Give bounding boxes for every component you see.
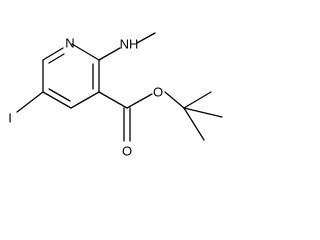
bond-cq-methyl-right <box>183 107 223 118</box>
bond-nh-methyl <box>136 32 156 44</box>
bond-c6-n1-inner <box>48 53 65 64</box>
atom-ring-nitrogen: N <box>65 36 74 51</box>
bond-cq-methyl-top <box>183 91 212 109</box>
bond-oester-cq <box>164 91 185 109</box>
bond-c2-nh <box>98 47 121 61</box>
bond-c6-n1 <box>42 47 64 61</box>
bond-c3-c4 <box>70 91 100 109</box>
bond-c4-c5 <box>42 91 72 109</box>
bond-c3-carbonyl <box>98 91 128 109</box>
bond-cq-methyl-bottom <box>183 107 205 141</box>
molecule-structure: N NH I O O <box>8 32 223 159</box>
bond-c4-c5-inner <box>48 88 71 102</box>
atom-ester-oxygen: O <box>153 85 163 100</box>
pyridine-ring <box>42 43 100 109</box>
bond-c5-iodine <box>16 91 44 113</box>
atom-carbonyl-oxygen: O <box>122 144 132 159</box>
atom-amine: NH <box>120 37 139 52</box>
atom-labels: N NH I O O <box>8 36 163 159</box>
bond-n1-c2 <box>71 43 100 61</box>
atom-iodine: I <box>8 111 12 126</box>
bond-carbonyl-oester <box>126 93 153 109</box>
substituent-bonds <box>16 32 223 142</box>
